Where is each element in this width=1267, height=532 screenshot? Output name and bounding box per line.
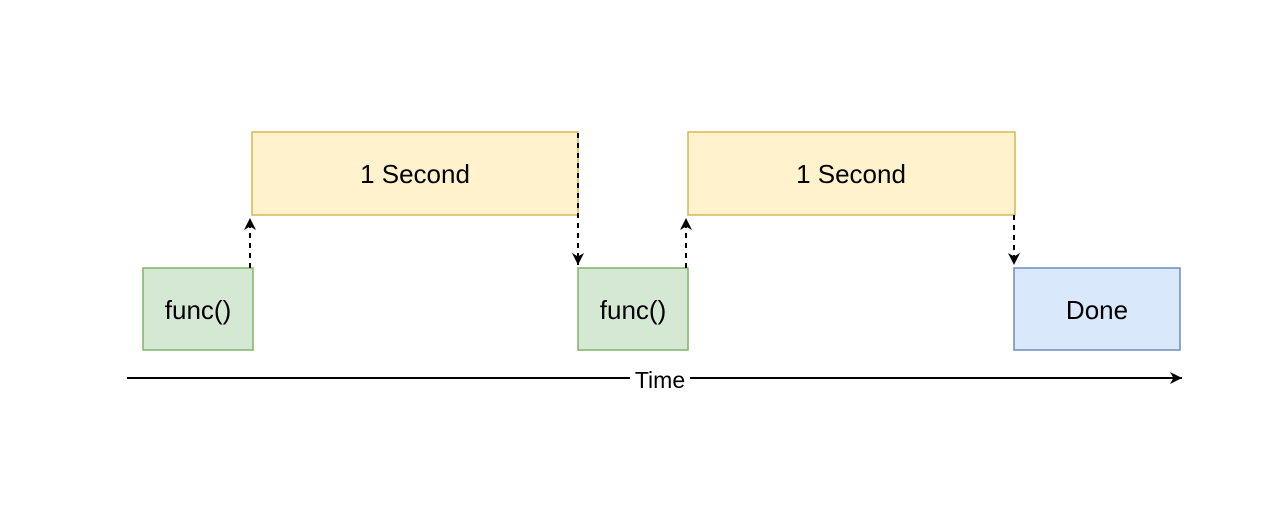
func-call-1-label: func() bbox=[165, 295, 231, 325]
done-box bbox=[1013, 267, 1181, 351]
func-call-2-label: func() bbox=[600, 295, 666, 325]
node-sleep-2: 1 Second bbox=[687, 131, 1016, 216]
func-call-1-box bbox=[142, 267, 254, 351]
sleep-1-label: 1 Second bbox=[360, 159, 470, 189]
sleep-1-box bbox=[251, 131, 579, 216]
done-label: Done bbox=[1066, 295, 1128, 325]
func-call-2-box bbox=[577, 267, 689, 351]
node-func-call-2: func() bbox=[577, 267, 689, 351]
node-done: Done bbox=[1013, 267, 1181, 351]
time-axis-label-background bbox=[630, 366, 690, 391]
node-sleep-1: 1 Second bbox=[251, 131, 579, 216]
sleep-2-label: 1 Second bbox=[796, 159, 906, 189]
time-axis: Time bbox=[127, 366, 1182, 393]
sleep-2-box bbox=[687, 131, 1016, 216]
node-func-call-1: func() bbox=[142, 267, 254, 351]
time-axis-label: Time bbox=[635, 367, 685, 393]
